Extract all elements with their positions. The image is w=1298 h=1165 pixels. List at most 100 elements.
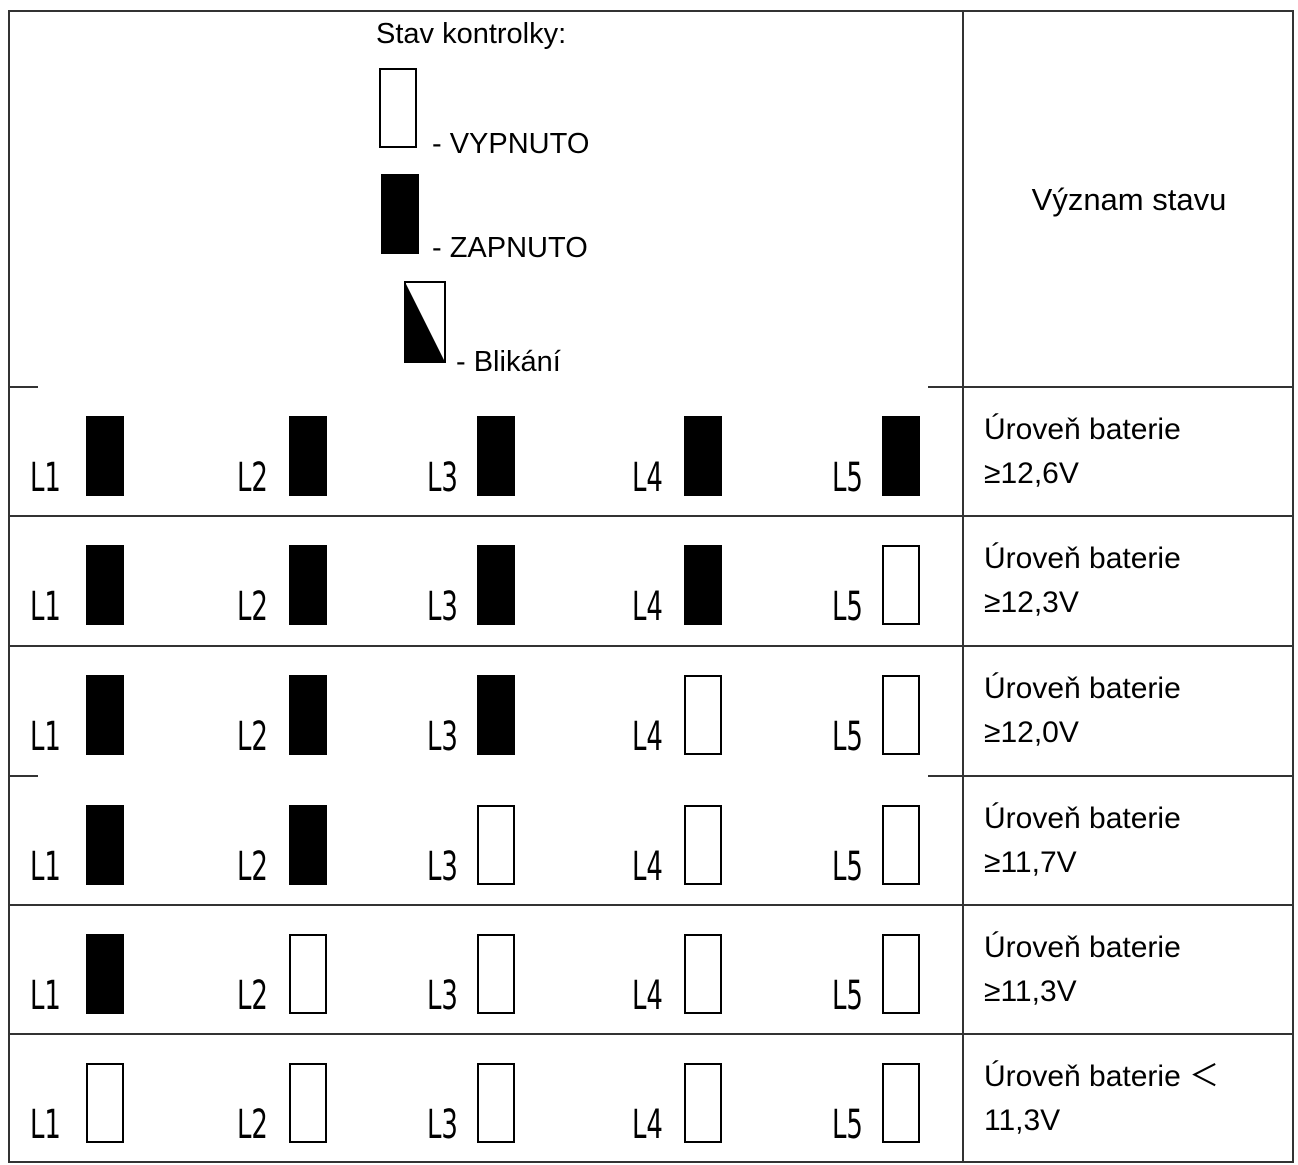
led-1: L1 xyxy=(30,543,130,627)
led-4: L4 xyxy=(632,673,732,757)
led-on-icon xyxy=(289,805,327,885)
led-label: L2 xyxy=(237,844,268,890)
led-label: L1 xyxy=(30,844,61,890)
led-on-icon xyxy=(289,545,327,625)
led-off-icon xyxy=(289,934,327,1014)
led-label: L5 xyxy=(832,1102,863,1148)
led-off-icon xyxy=(477,934,515,1014)
legend-on-label: - ZAPNUTO xyxy=(432,232,588,264)
led-label: L4 xyxy=(632,584,663,630)
led-on-icon xyxy=(86,805,124,885)
led-1: L1 xyxy=(30,803,130,887)
led-off-icon xyxy=(882,934,920,1014)
led-4: L4 xyxy=(632,414,732,498)
led-label: L3 xyxy=(427,584,458,630)
meaning-value: 11,3V xyxy=(984,1104,1061,1137)
led-on-icon xyxy=(477,545,515,625)
led-label: L2 xyxy=(237,973,268,1019)
led-label: L1 xyxy=(30,973,61,1019)
led-label: L1 xyxy=(30,584,61,630)
header-divider xyxy=(928,386,1294,388)
led-1: L1 xyxy=(30,932,130,1016)
row-divider xyxy=(8,515,1294,517)
led-3: L3 xyxy=(427,803,527,887)
led-on-icon xyxy=(86,416,124,496)
led-2: L2 xyxy=(237,1061,337,1145)
led-label: L3 xyxy=(427,455,458,501)
led-label: L2 xyxy=(237,584,268,630)
led-2: L2 xyxy=(237,803,337,887)
led-3: L3 xyxy=(427,414,527,498)
led-off-icon xyxy=(477,805,515,885)
led-3: L3 xyxy=(427,1061,527,1145)
led-on-icon xyxy=(684,416,722,496)
led-off-icon xyxy=(684,805,722,885)
header-divider xyxy=(8,386,38,388)
led-on-icon xyxy=(477,675,515,755)
led-on-icon xyxy=(86,934,124,1014)
table-border-bottom xyxy=(8,1161,1294,1163)
led-label: L4 xyxy=(632,714,663,760)
led-label: L5 xyxy=(832,455,863,501)
meaning-text: Úroveň baterie ＜ xyxy=(984,1060,1220,1093)
led-2: L2 xyxy=(237,932,337,1016)
led-label: L4 xyxy=(632,455,663,501)
led-label: L2 xyxy=(237,1102,268,1148)
led-1: L1 xyxy=(30,1061,130,1145)
led-label: L5 xyxy=(832,584,863,630)
led-on-icon xyxy=(289,416,327,496)
led-4: L4 xyxy=(632,543,732,627)
led-3: L3 xyxy=(427,673,527,757)
led-5: L5 xyxy=(832,543,932,627)
led-off-icon xyxy=(882,1063,920,1143)
legend-title: Stav kontrolky: xyxy=(376,18,567,50)
meaning-text: Úroveň baterie xyxy=(984,802,1181,835)
row-divider xyxy=(8,904,1294,906)
led-label: L4 xyxy=(632,973,663,1019)
led-label: L1 xyxy=(30,714,61,760)
row-divider xyxy=(8,775,38,777)
led-label: L3 xyxy=(427,844,458,890)
led-2: L2 xyxy=(237,414,337,498)
led-off-icon xyxy=(289,1063,327,1143)
led-label: L3 xyxy=(427,1102,458,1148)
led-off-icon xyxy=(882,675,920,755)
led-3: L3 xyxy=(427,543,527,627)
meaning-value: ≥12,0V xyxy=(984,716,1079,749)
led-label: L4 xyxy=(632,1102,663,1148)
meaning-header: Význam stavu xyxy=(1031,182,1227,217)
led-label: L2 xyxy=(237,714,268,760)
led-1: L1 xyxy=(30,414,130,498)
led-1: L1 xyxy=(30,673,130,757)
led-on-icon xyxy=(86,545,124,625)
led-off-icon xyxy=(684,934,722,1014)
led-3: L3 xyxy=(427,932,527,1016)
meaning-value: ≥11,3V xyxy=(984,975,1077,1008)
led-off-icon xyxy=(684,1063,722,1143)
column-divider xyxy=(962,10,964,1163)
meaning-text: Úroveň baterie xyxy=(984,672,1181,705)
led-off-icon xyxy=(882,545,920,625)
led-label: L4 xyxy=(632,844,663,890)
led-5: L5 xyxy=(832,414,932,498)
led-on-icon xyxy=(477,416,515,496)
meaning-text: Úroveň baterie xyxy=(984,542,1181,575)
led-off-icon xyxy=(882,805,920,885)
led-4: L4 xyxy=(632,932,732,1016)
led-label: L1 xyxy=(30,1102,61,1148)
led-5: L5 xyxy=(832,673,932,757)
led-5: L5 xyxy=(832,932,932,1016)
legend-blink-icon xyxy=(404,281,446,363)
legend-off-label: - VYPNUTO xyxy=(432,128,590,160)
meaning-text: Úroveň baterie xyxy=(984,931,1181,964)
meaning-value: ≥11,7V xyxy=(984,846,1077,879)
row-divider xyxy=(8,645,1294,647)
led-on-icon xyxy=(684,545,722,625)
row-divider xyxy=(928,775,1294,777)
led-on-icon xyxy=(289,675,327,755)
led-2: L2 xyxy=(237,543,337,627)
meaning-value: ≥12,3V xyxy=(984,586,1079,619)
led-state-table xyxy=(8,10,1294,1163)
legend-blink-label: - Blikání xyxy=(456,346,561,378)
led-label: L2 xyxy=(237,455,268,501)
